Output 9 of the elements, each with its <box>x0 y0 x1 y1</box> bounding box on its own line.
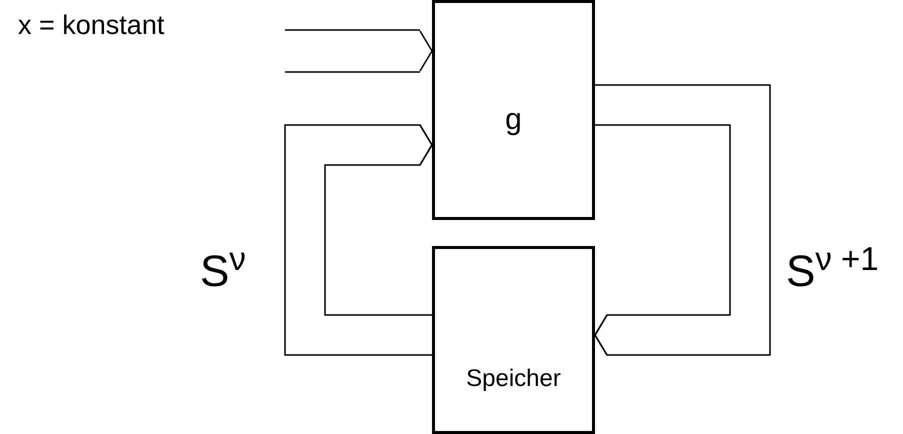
edge-label: x = konstant <box>18 12 164 39</box>
double-line-arrow <box>284 124 433 356</box>
edge-label: S$^{ν}$ <box>200 250 246 294</box>
block-box <box>432 246 595 434</box>
block-label: g <box>505 103 522 136</box>
double-line-arrow <box>594 84 771 356</box>
double-line-arrow <box>284 29 433 73</box>
block-box <box>432 0 595 220</box>
block-label: Speicher <box>466 365 561 392</box>
